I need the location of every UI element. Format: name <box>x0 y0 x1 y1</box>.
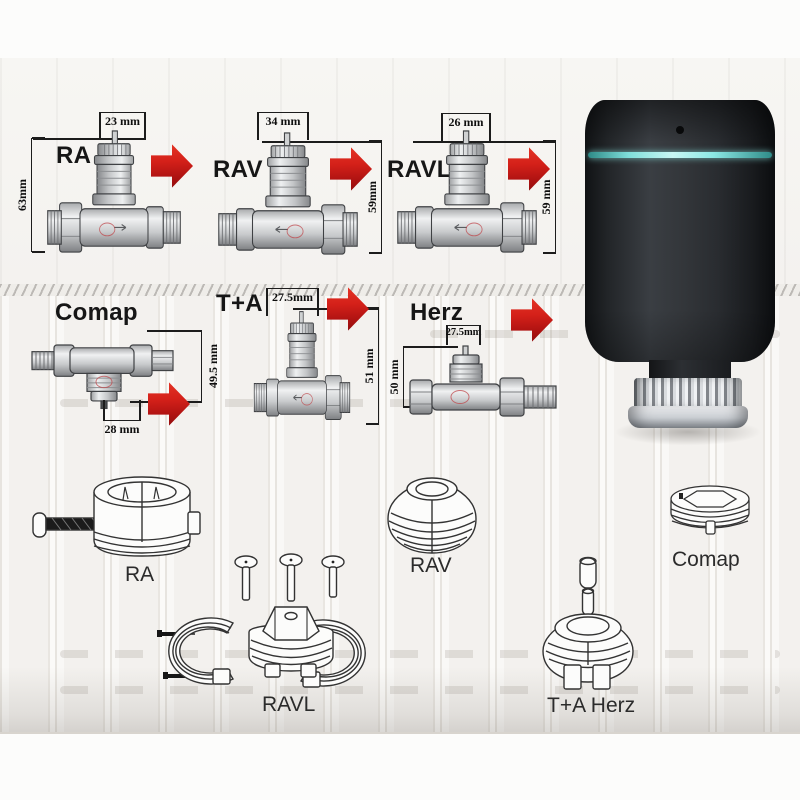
rav-adapter-label: RAV <box>410 554 452 577</box>
ta-height-dimension-text: 51 mm <box>362 348 376 384</box>
ravl-width-dimension: 26 mm <box>441 113 491 142</box>
ra-adapter-label: RA <box>125 563 155 586</box>
comap-adapter-illustration <box>666 479 754 539</box>
ra-width-dimension-text: 23 mm <box>105 114 140 128</box>
ta-width-dimension-text: 27.5mm <box>272 290 313 304</box>
ravl-valve-illustration <box>396 128 538 256</box>
ravl-extension-line <box>413 141 555 143</box>
ra-valve-label: RA <box>56 142 92 169</box>
device-neck <box>649 360 731 380</box>
herz-extension-line <box>403 346 458 348</box>
ta-herz-adapter-illustration <box>536 555 640 697</box>
herz-height-dimension-text: 50 mm <box>387 359 401 394</box>
herz-width-dimension: 27.5mm <box>445 325 482 346</box>
comap-valve-label: Comap <box>55 299 138 326</box>
rav-valve-illustration <box>217 130 359 258</box>
comap-adapter-label: Comap <box>672 548 740 571</box>
actuator-device-body <box>585 100 775 362</box>
comap-width-dimension-text: 28 mm <box>104 422 140 436</box>
ravl-adapter-illustration <box>153 552 381 694</box>
rav-width-dimension-text: 34 mm <box>265 114 301 128</box>
ra-extension-line <box>33 138 146 140</box>
ta-herz-adapter-label: T+A Herz <box>547 694 636 717</box>
ra-valve-illustration <box>46 128 182 256</box>
herz-width-dimension-text: 27.5mm <box>445 327 482 338</box>
comap-extension-line <box>147 330 202 332</box>
ravl-adapter-label: RAVL <box>262 693 316 716</box>
herz-height-dimension: 50 mm <box>387 346 404 407</box>
radiator-groove-row <box>60 650 780 658</box>
ta-height-dimension: 51 mm <box>362 307 379 425</box>
ravl-width-dimension-text: 26 mm <box>448 115 484 129</box>
ra-adapter-illustration <box>30 464 202 564</box>
rav-valve-label: RAV <box>213 156 263 183</box>
herz-valve-label: Herz <box>410 299 464 326</box>
chrome-collar-ribbed <box>634 378 742 408</box>
herz-valve-illustration <box>408 344 558 424</box>
ravl-valve-label: RAVL <box>387 156 452 183</box>
led-ring <box>588 152 772 158</box>
ta-valve-label: T+A <box>216 290 263 317</box>
chrome-collar-base <box>628 406 748 428</box>
ravl-height-dimension-text: 59 mm <box>539 179 553 215</box>
rav-adapter-illustration <box>384 469 480 557</box>
comap-width-dimension: 28 mm <box>103 399 141 436</box>
ta-width-dimension: 27.5mm <box>266 288 319 317</box>
rav-width-dimension: 34 mm <box>257 112 309 141</box>
comap-height-dimension: 49.5 mm <box>201 330 220 402</box>
comap-valve-illustration <box>30 327 175 417</box>
ra-width-dimension: 23 mm <box>99 112 146 141</box>
rav-extension-line <box>262 141 381 143</box>
ra-height-dimension: 63mm <box>15 137 45 253</box>
ta-valve-illustration <box>253 309 351 423</box>
radiator-groove-row <box>60 686 780 694</box>
ravl-height-dimension: 59 mm <box>539 140 556 254</box>
rav-height-dimension-text: 59mm <box>365 181 379 213</box>
comap-height-dimension-text: 49.5 mm <box>206 344 220 388</box>
ra-height-dimension-text: 63mm <box>15 179 29 211</box>
rav-height-dimension: 59mm <box>365 140 382 254</box>
radiator-groove-row <box>60 399 420 407</box>
status-led-dot <box>676 126 684 134</box>
